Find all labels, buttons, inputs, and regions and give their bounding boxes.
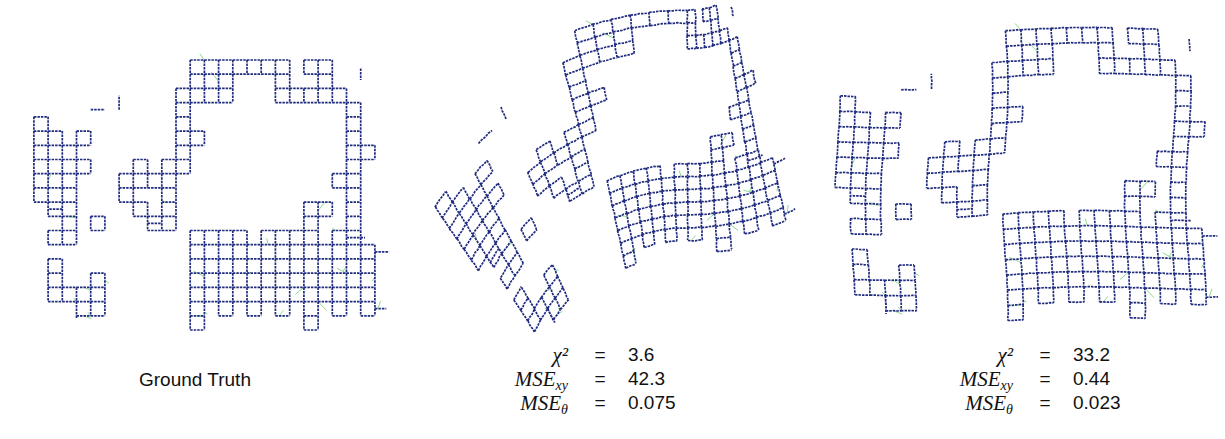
metric-subscript: xy (1001, 378, 1013, 393)
metric-cell: 3.6 (628, 343, 654, 367)
equals-sign: = (594, 344, 605, 365)
metric-cell: = (594, 391, 605, 415)
metric-symbol: χ² (552, 343, 568, 367)
metric-value: 0.023 (1073, 392, 1121, 413)
equals-sign: = (1039, 392, 1050, 413)
metric-cell: MSEθ (520, 391, 568, 422)
metric-cell: = (1039, 367, 1050, 391)
metric-cell: = (594, 367, 605, 391)
metric-symbol: MSE (520, 391, 561, 415)
metric-cell: Ground Truth (139, 368, 251, 392)
metric-symbol: MSE (960, 367, 1001, 391)
pose-trajectory (435, 5, 795, 332)
metric-value: 33.2 (1073, 344, 1110, 365)
metric-cell: 0.44 (1073, 367, 1110, 391)
equals-sign: = (1039, 344, 1050, 365)
metric-cell: 0.075 (628, 391, 676, 415)
metric-cell: χ² (552, 343, 568, 368)
metric-symbol: MSE (965, 391, 1006, 415)
metric-cell: 42.3 (628, 367, 665, 391)
equals-sign: = (1039, 368, 1050, 389)
equals-sign: = (594, 392, 605, 413)
loop-closure (475, 21, 788, 315)
loop-closure (852, 24, 1212, 315)
metric-cell: = (594, 343, 605, 367)
loop-closure (48, 54, 381, 319)
metric-cell: = (1039, 343, 1050, 367)
metric-cell: χ² (997, 343, 1013, 368)
metric-subscript: θ (561, 402, 568, 417)
metric-cell: = (1039, 391, 1050, 415)
metric-cell: 0.023 (1073, 391, 1121, 415)
metric-subscript: θ (1006, 402, 1013, 417)
metric-value: 3.6 (628, 344, 654, 365)
metric-value: 0.44 (1073, 368, 1110, 389)
pose-trajectory (34, 60, 389, 330)
metric-value: 0.075 (628, 392, 676, 413)
metric-symbol: χ² (997, 343, 1013, 367)
metric-symbol: MSE (515, 367, 556, 391)
metric-cell: MSEθ (965, 391, 1013, 422)
metric-value: 42.3 (628, 368, 665, 389)
equals-sign: = (594, 368, 605, 389)
metric-cell: 33.2 (1073, 343, 1110, 367)
panel-caption: Ground Truth (139, 369, 251, 390)
metric-subscript: xy (556, 378, 568, 393)
pose-trajectory (835, 27, 1218, 320)
